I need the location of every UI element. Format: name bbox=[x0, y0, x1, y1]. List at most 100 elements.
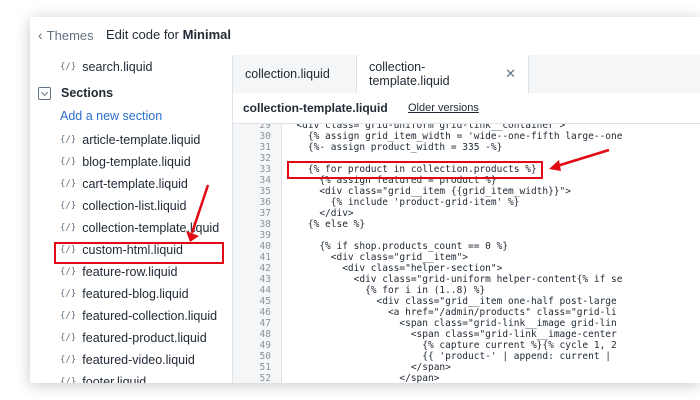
sidebar-file-item[interactable]: {/} collection-list.liquid bbox=[60, 199, 186, 213]
line-number: 48 bbox=[259, 329, 271, 340]
code-line: <span class="grid-link__image-center bbox=[285, 329, 617, 340]
sidebar-file-item[interactable]: {/}article-template.liquid bbox=[60, 133, 200, 147]
top-bar: ‹ Themes Edit code for Minimal bbox=[30, 17, 700, 56]
line-number: 47 bbox=[259, 318, 271, 329]
line-number: 30 bbox=[259, 131, 271, 142]
sidebar-file-item[interactable]: {/}footer.liquid bbox=[60, 375, 146, 383]
liquid-file-icon: {/} bbox=[60, 62, 77, 72]
code-line: <span class="grid-link__image grid-lin bbox=[285, 318, 617, 329]
older-versions-link[interactable]: Older versions bbox=[408, 102, 479, 114]
code-line: {% assign grid_item_width = 'wide--one-f… bbox=[285, 131, 623, 142]
code-line: <div class="helper-section"> bbox=[285, 263, 503, 274]
chevron-left-icon: ‹ bbox=[38, 27, 43, 43]
line-number: 32 bbox=[259, 153, 271, 164]
annotation-arrow-icon bbox=[549, 148, 610, 171]
add-new-section-link[interactable]: Add a new section bbox=[60, 109, 163, 123]
line-number: 51 bbox=[259, 362, 271, 373]
line-number: 37 bbox=[259, 208, 271, 219]
liquid-file-icon: {/} bbox=[60, 179, 77, 189]
liquid-file-icon: {/} bbox=[60, 377, 77, 383]
page-title: Edit code for Minimal bbox=[106, 27, 231, 42]
line-number: 45 bbox=[259, 296, 271, 307]
annotation-arrow-icon bbox=[186, 184, 210, 242]
code-line: <div class="grid__item one-half post-lar… bbox=[285, 296, 617, 307]
line-number: 41 bbox=[259, 252, 271, 263]
line-number: 34 bbox=[259, 175, 271, 186]
line-number: 38 bbox=[259, 219, 271, 230]
sidebar-file-item[interactable]: {/}featured-product.liquid bbox=[60, 331, 207, 345]
sidebar-file-item[interactable]: {/}custom-html.liquid bbox=[60, 243, 183, 257]
liquid-file-icon: {/} bbox=[60, 223, 77, 233]
code-line: {% if shop.products_count == 0 %} bbox=[285, 241, 509, 252]
line-number: 49 bbox=[259, 340, 271, 351]
code-line: {{ 'product-' | append: current | bbox=[285, 351, 617, 362]
close-icon[interactable]: ✕ bbox=[505, 66, 516, 81]
code-line: {% assign featured = product %} bbox=[285, 175, 497, 186]
code-line: </span> bbox=[285, 373, 440, 383]
sidebar-file-label: cart-template.liquid bbox=[82, 177, 188, 191]
line-number: 39 bbox=[259, 230, 271, 241]
code-line: {% capture current %}{% cycle 1, 2 bbox=[285, 340, 617, 351]
sidebar-file-item[interactable]: {/} featured-collection.liquid bbox=[60, 309, 217, 323]
liquid-file-icon: {/} bbox=[60, 135, 77, 145]
sidebar-file-label: collection-list.liquid bbox=[82, 199, 187, 213]
sections-folder[interactable]: Sections bbox=[38, 86, 113, 100]
tab-collection-liquid[interactable]: collection.liquid bbox=[233, 55, 356, 93]
sidebar-file-item[interactable]: {/} featured-video.liquid bbox=[60, 353, 195, 367]
liquid-file-icon: {/} bbox=[60, 311, 77, 321]
code-line: {% for product in collection.products %} bbox=[285, 164, 537, 175]
sidebar-file-label: featured-collection.liquid bbox=[82, 309, 218, 323]
file-header: collection-template.liquid Older version… bbox=[233, 93, 700, 124]
sidebar-file-item[interactable]: {/} feature-row.liquid bbox=[60, 265, 177, 279]
code-line: {%- assign product_width = 335 -%} bbox=[285, 142, 503, 153]
liquid-file-icon: {/} bbox=[60, 355, 77, 365]
sidebar-file-search[interactable]: {/} search.liquid bbox=[60, 60, 152, 74]
back-to-themes-link[interactable]: ‹ Themes bbox=[38, 27, 94, 43]
back-label: Themes bbox=[46, 27, 94, 43]
current-filename: collection-template.liquid bbox=[243, 101, 388, 115]
liquid-file-icon: {/} bbox=[60, 245, 77, 255]
sidebar-file-item[interactable]: {/} collection-template.liquid bbox=[60, 221, 219, 235]
line-number: 44 bbox=[259, 285, 271, 296]
liquid-file-icon: {/} bbox=[60, 333, 77, 343]
code-line: </span> bbox=[285, 362, 451, 373]
editor-tabs: collection.liquid collection-template.li… bbox=[233, 55, 700, 94]
sidebar-file-item[interactable]: {/} cart-template.liquid bbox=[60, 177, 188, 191]
editor-window: ‹ Themes Edit code for Minimal {/} searc… bbox=[30, 17, 700, 383]
code-line: <a href="/admin/products" class="grid-li bbox=[285, 307, 617, 318]
liquid-file-icon: {/} bbox=[60, 201, 77, 211]
liquid-file-icon: {/} bbox=[60, 289, 77, 299]
code-line: {% include 'product-grid-item' %} bbox=[285, 197, 520, 208]
line-number: 40 bbox=[259, 241, 271, 252]
file-sidebar: {/} search.liquid Sections Add a new sec… bbox=[30, 55, 233, 383]
sidebar-file-item[interactable]: {/}featured-blog.liquid bbox=[60, 287, 189, 301]
title-prefix: Edit code for bbox=[106, 27, 183, 42]
folder-icon bbox=[38, 86, 51, 100]
line-number: 35 bbox=[259, 186, 271, 197]
line-number: 42 bbox=[259, 263, 271, 274]
liquid-file-icon: {/} bbox=[60, 267, 77, 277]
code-line: <div class="grid__item"> bbox=[285, 252, 469, 263]
annotation-code-highlight bbox=[287, 161, 543, 179]
code-line: <div class="grid-uniform helper-content{… bbox=[285, 274, 623, 285]
sidebar-file-label: feature-row.liquid bbox=[82, 265, 178, 279]
tab-collection-template-liquid[interactable]: collection-template.liquid ✕ bbox=[356, 55, 529, 93]
sections-title: Sections bbox=[61, 86, 114, 100]
sidebar-file-label: blog-template.liquid bbox=[82, 155, 191, 169]
sidebar-file-label: search.liquid bbox=[82, 60, 153, 74]
code-line: {% else %} bbox=[285, 219, 366, 230]
sidebar-file-label: featured-video.liquid bbox=[82, 353, 195, 367]
tab-label: collection-template.liquid bbox=[369, 60, 450, 88]
code-line: {% for i in (1..8) %} bbox=[285, 285, 486, 296]
line-number: 33 bbox=[259, 164, 271, 175]
line-number: 43 bbox=[259, 274, 271, 285]
line-number: 46 bbox=[259, 307, 271, 318]
line-number: 29 bbox=[259, 124, 271, 131]
tab-label: collection.liquid bbox=[245, 67, 330, 81]
sidebar-file-item[interactable]: {/}blog-template.liquid bbox=[60, 155, 191, 169]
code-line: <div class="grid__item {{grid_item_width… bbox=[285, 186, 571, 197]
sidebar-file-label: collection-template.liquid bbox=[82, 221, 220, 235]
line-number: 36 bbox=[259, 197, 271, 208]
